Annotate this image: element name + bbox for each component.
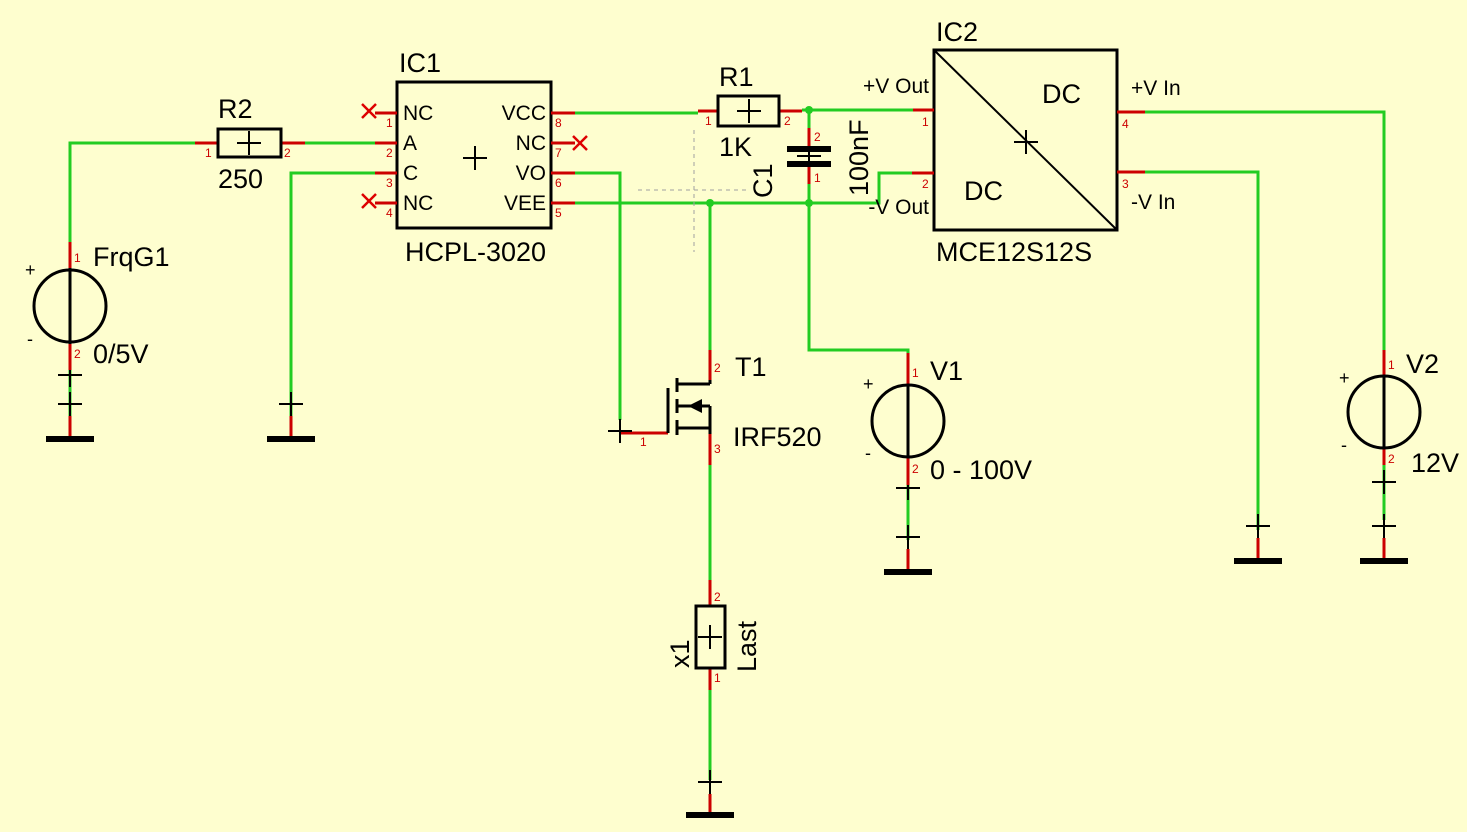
- ic1-pin-number: 5: [555, 206, 562, 220]
- ic2-ref: IC2: [936, 17, 978, 47]
- mosfet-t1[interactable]: T1 IRF520 2 3 1: [608, 350, 822, 465]
- v1-plus: +: [863, 374, 874, 394]
- ic1-pin-label: NC: [403, 102, 433, 125]
- frqg1-pin1-number: 1: [74, 251, 81, 265]
- c1-value: 100nF: [844, 119, 874, 196]
- ic1-pin-number: 1: [386, 116, 393, 130]
- ic2-dc-top: DC: [1042, 79, 1081, 109]
- v2-minus: -: [1341, 435, 1347, 455]
- ic2-pin-number: 3: [1122, 177, 1129, 191]
- capacitor-c1[interactable]: C1 100nF 2 1: [748, 119, 874, 198]
- ic2-pin-label: +V Out: [863, 75, 929, 98]
- ic2-pin-number: 1: [922, 115, 929, 129]
- ic1-pin-number: 8: [555, 116, 562, 130]
- ground-v2-icon: [1360, 470, 1408, 564]
- r1-pin1-number: 1: [705, 114, 712, 128]
- frqg1-pin2-number: 2: [74, 347, 81, 361]
- ic1-pin-label: A: [403, 132, 417, 155]
- ic1-pin-number: 7: [555, 146, 562, 160]
- v2-pin2-number: 2: [1388, 452, 1395, 466]
- ic2-pin-label: -V In: [1131, 191, 1175, 214]
- r1-ref: R1: [719, 62, 754, 92]
- ic1-pin-label: VO: [516, 162, 546, 185]
- cursor-crosshair: [638, 130, 750, 252]
- t1-source-pin-number: 3: [714, 442, 721, 456]
- ic1-optocoupler[interactable]: IC1 HCPL-3020 NC A C NC VCC NC VO VEE 1 …: [361, 48, 588, 267]
- ground-symbols: [46, 363, 1408, 818]
- t1-ref: T1: [735, 352, 767, 382]
- frqg1-ref: FrqG1: [93, 242, 170, 272]
- v1-value: 0 - 100V: [930, 455, 1032, 485]
- frqg1-value: 0/5V: [93, 339, 149, 369]
- t1-drain-pin-number: 2: [714, 361, 721, 375]
- r2-ref: R2: [218, 94, 253, 124]
- t1-value: IRF520: [733, 422, 822, 452]
- ground-ic2-icon: [1234, 514, 1282, 564]
- no-connect-icon: [361, 103, 377, 119]
- wires: [68, 106, 1386, 780]
- frqg1-plus: +: [25, 260, 36, 280]
- ic1-pin-number: 3: [386, 176, 393, 190]
- no-connect-icon: [361, 193, 377, 209]
- ic2-dc-bottom: DC: [964, 176, 1003, 206]
- source-v1[interactable]: V1 0 - 100V + - 1 2: [863, 353, 1032, 485]
- c1-ref: C1: [748, 163, 778, 198]
- x1-ref: x1: [665, 639, 695, 668]
- v1-pin1-number: 1: [912, 366, 919, 380]
- resistor-r2[interactable]: R2 250 1 2: [195, 94, 305, 194]
- ic1-pin-label: VCC: [502, 102, 546, 125]
- source-frqg1[interactable]: FrqG1 0/5V + - 1 2: [25, 242, 170, 370]
- c1-pin2-number: 2: [814, 130, 821, 144]
- ic1-pin-label: VEE: [504, 192, 546, 215]
- ic2-pin-number: 2: [922, 177, 929, 191]
- r2-value: 250: [218, 164, 263, 194]
- ic2-dcdc-converter[interactable]: IC2 MCE12S12S DC DC +V Out -V Out +V In …: [863, 17, 1181, 267]
- x1-pin2-number: 2: [714, 590, 721, 604]
- source-v2[interactable]: V2 12V + - 1 2: [1339, 349, 1459, 478]
- ic1-pin-label: NC: [516, 132, 546, 155]
- load-x1[interactable]: x1 Last 2 1: [665, 580, 762, 690]
- r1-pin2-number: 2: [784, 114, 791, 128]
- v1-ref: V1: [930, 356, 963, 386]
- ground-x1-icon: [686, 770, 734, 818]
- v2-value: 12V: [1411, 448, 1459, 478]
- x1-value: Last: [732, 620, 762, 672]
- ic1-pin-number: 4: [386, 206, 393, 220]
- x1-pin1-number: 1: [714, 671, 721, 685]
- resistor-r1[interactable]: R1 1K 1 2: [698, 62, 802, 162]
- ic1-ref: IC1: [399, 48, 441, 78]
- ic1-pin-label: NC: [403, 192, 433, 215]
- v1-pin2-number: 2: [912, 462, 919, 476]
- ic2-pin-number: 4: [1122, 117, 1129, 131]
- r1-value: 1K: [719, 132, 752, 162]
- ic1-pin-number: 2: [386, 146, 393, 160]
- no-connect-icon: [572, 135, 588, 151]
- ic2-pin-label: +V In: [1131, 77, 1181, 100]
- ground-ic1-icon: [267, 392, 315, 442]
- r2-pin1-number: 1: [205, 146, 212, 160]
- v2-pin1-number: 1: [1388, 358, 1395, 372]
- ic2-value: MCE12S12S: [936, 237, 1092, 267]
- ground-frqg1-icon: [46, 363, 94, 442]
- ic1-pin-label: C: [403, 162, 418, 185]
- v2-ref: V2: [1406, 349, 1439, 379]
- ic1-pin-number: 6: [555, 176, 562, 190]
- v1-minus: -: [865, 443, 871, 463]
- ic2-pin-label: -V Out: [868, 196, 929, 219]
- v2-plus: +: [1339, 368, 1350, 388]
- ic1-value: HCPL-3020: [405, 237, 546, 267]
- t1-gate-pin-number: 1: [640, 435, 647, 449]
- c1-pin1-number: 1: [814, 171, 821, 185]
- frqg1-minus: -: [27, 329, 33, 349]
- r2-pin2-number: 2: [284, 146, 291, 160]
